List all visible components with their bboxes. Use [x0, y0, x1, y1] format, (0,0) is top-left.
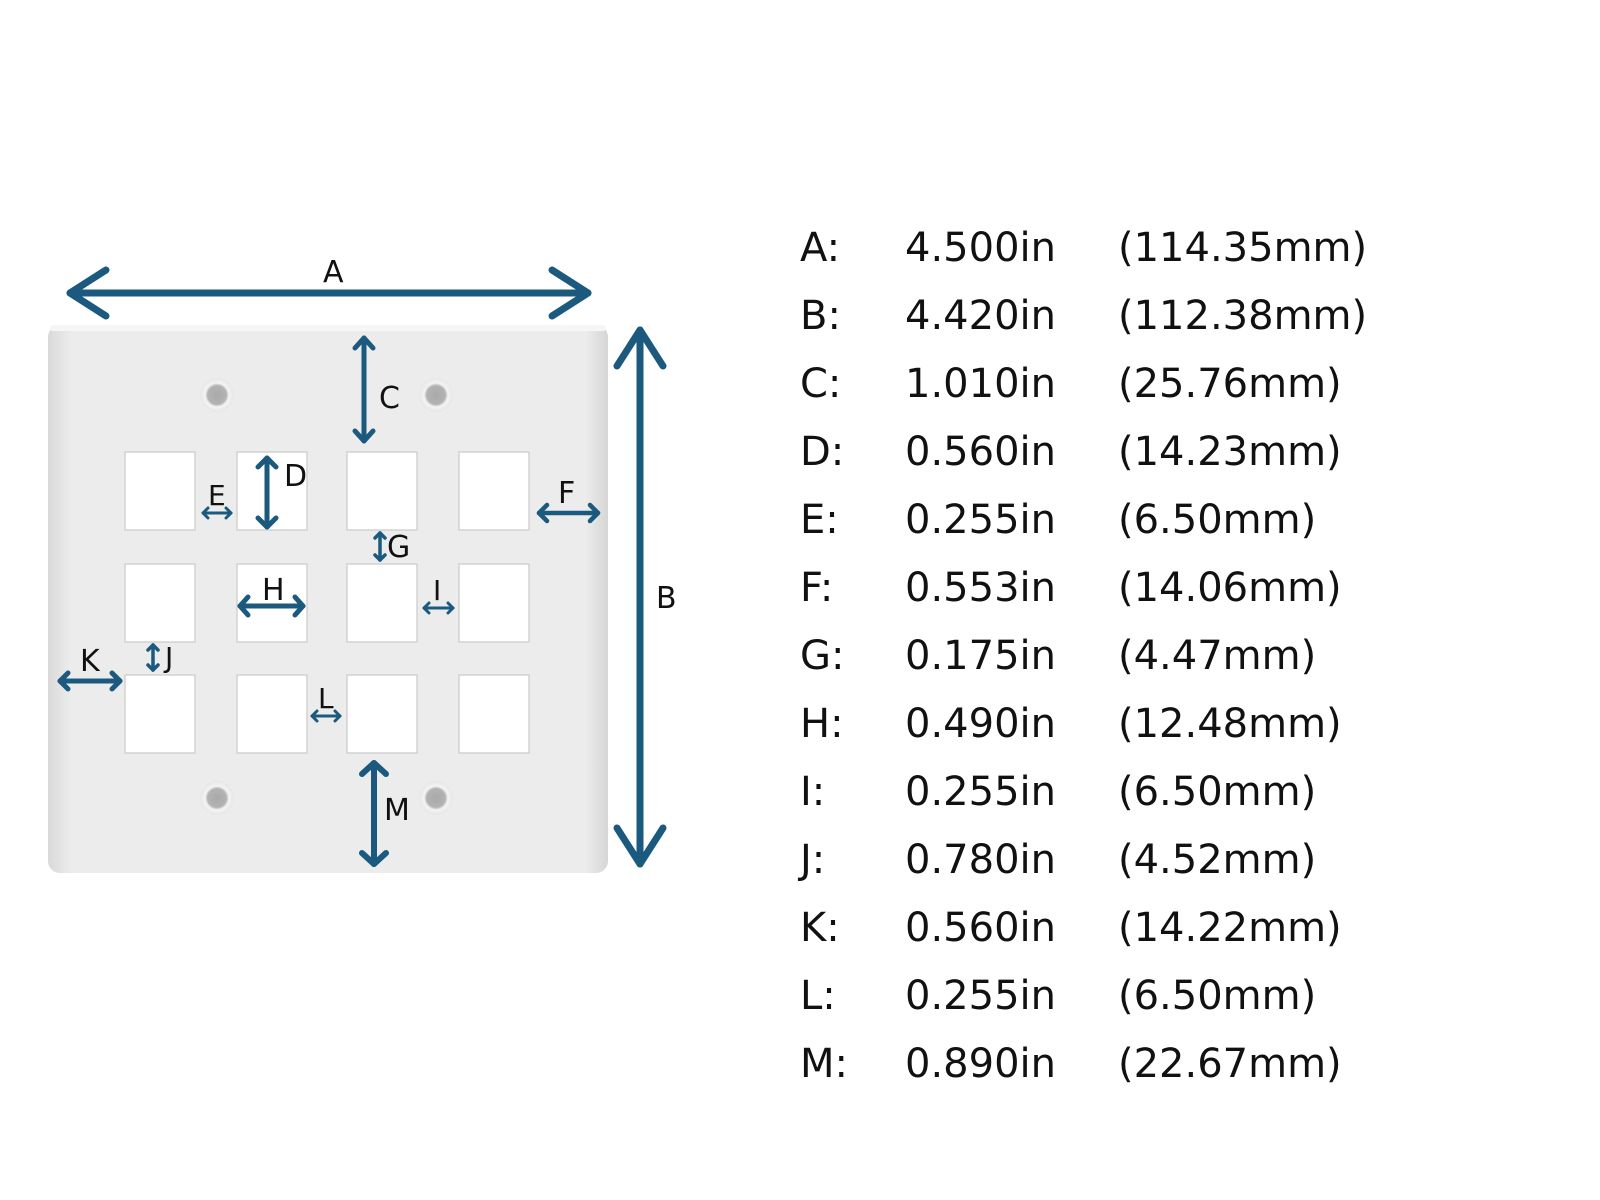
spec-inches: 1.010in: [905, 361, 1056, 407]
spec-inches: 0.175in: [905, 633, 1056, 679]
label-k: K: [80, 644, 101, 679]
label-f: F: [558, 476, 575, 511]
label-d: D: [284, 459, 307, 494]
spec-millimeters: (114.35mm): [1118, 225, 1368, 271]
label-i: I: [433, 574, 441, 607]
spec-key: H:: [800, 701, 844, 747]
spec-key: C:: [800, 361, 842, 407]
dimension-arrow-f: [536, 502, 601, 524]
label-e: E: [208, 479, 226, 512]
dimension-arrow-m: [359, 760, 389, 867]
port-opening: [458, 674, 530, 754]
spec-millimeters: (14.22mm): [1118, 905, 1342, 951]
faceplate-diagram: A B C D E F G H I J K L M: [48, 255, 677, 873]
spec-inches: 0.255in: [905, 769, 1056, 815]
spec-inches: 4.420in: [905, 293, 1056, 339]
spec-inches: 0.255in: [905, 497, 1056, 543]
label-c: C: [379, 381, 400, 416]
port-openings: [124, 451, 530, 754]
label-m: M: [384, 793, 410, 828]
spec-key: F:: [800, 565, 834, 611]
dimension-arrow-l: [310, 709, 342, 723]
port-opening: [458, 563, 530, 643]
spec-millimeters: (14.23mm): [1118, 429, 1342, 475]
port-opening: [124, 674, 196, 754]
spec-inches: 0.780in: [905, 837, 1056, 883]
spec-key: J:: [800, 837, 826, 883]
port-opening: [236, 563, 308, 643]
spec-key: D:: [800, 429, 845, 475]
port-opening: [236, 674, 308, 754]
spec-inches: 4.500in: [905, 225, 1056, 271]
spec-inches: 0.255in: [905, 973, 1056, 1019]
label-l: L: [318, 682, 334, 715]
dimension-arrow-k: [57, 670, 123, 692]
dimension-arrow-b: [613, 326, 667, 868]
port-opening: [346, 674, 418, 754]
faceplate: [48, 325, 608, 873]
spec-inches: 0.560in: [905, 905, 1056, 951]
spec-key: A:: [800, 225, 841, 271]
spec-millimeters: (25.76mm): [1118, 361, 1342, 407]
spec-millimeters: (22.67mm): [1118, 1041, 1342, 1087]
screw-hole-top-right: [419, 378, 453, 412]
port-opening: [458, 451, 530, 531]
spec-millimeters: (6.50mm): [1118, 769, 1317, 815]
spec-key: L:: [800, 973, 836, 1019]
spec-millimeters: (4.47mm): [1118, 633, 1317, 679]
label-b: B: [656, 581, 677, 616]
screw-hole-top-left: [200, 378, 234, 412]
label-g: G: [387, 530, 410, 565]
spec-millimeters: (6.50mm): [1118, 497, 1317, 543]
spec-inches: 0.890in: [905, 1041, 1056, 1087]
spec-millimeters: (14.06mm): [1118, 565, 1342, 611]
dimension-arrow-d: [255, 455, 279, 530]
dimension-arrow-c: [352, 335, 376, 444]
spec-inches: 0.553in: [905, 565, 1056, 611]
spec-key: G:: [800, 633, 845, 679]
dimension-arrow-e: [201, 506, 233, 520]
label-h: H: [262, 573, 285, 608]
port-opening: [346, 563, 418, 643]
spec-key: K:: [800, 905, 840, 951]
spec-key: I:: [800, 769, 826, 815]
dimension-arrow-g: [373, 531, 387, 562]
port-opening: [124, 451, 196, 531]
label-j: J: [163, 641, 173, 674]
spec-millimeters: (112.38mm): [1118, 293, 1368, 339]
spec-inches: 0.490in: [905, 701, 1056, 747]
dimension-arrow-i: [422, 601, 455, 615]
spec-millimeters: (6.50mm): [1118, 973, 1317, 1019]
spec-key: M:: [800, 1041, 848, 1087]
spec-inches: 0.560in: [905, 429, 1056, 475]
port-opening: [124, 563, 196, 643]
label-a: A: [323, 255, 344, 290]
port-opening: [346, 451, 418, 531]
dimension-arrow-a: [66, 266, 592, 320]
screw-hole-bottom-left: [200, 781, 234, 815]
spec-millimeters: (12.48mm): [1118, 701, 1342, 747]
spec-key: B:: [800, 293, 841, 339]
dimension-arrow-h: [237, 594, 306, 618]
screw-hole-bottom-right: [419, 781, 453, 815]
spec-key: E:: [800, 497, 839, 543]
dimension-arrow-j: [146, 643, 160, 672]
spec-millimeters: (4.52mm): [1118, 837, 1317, 883]
